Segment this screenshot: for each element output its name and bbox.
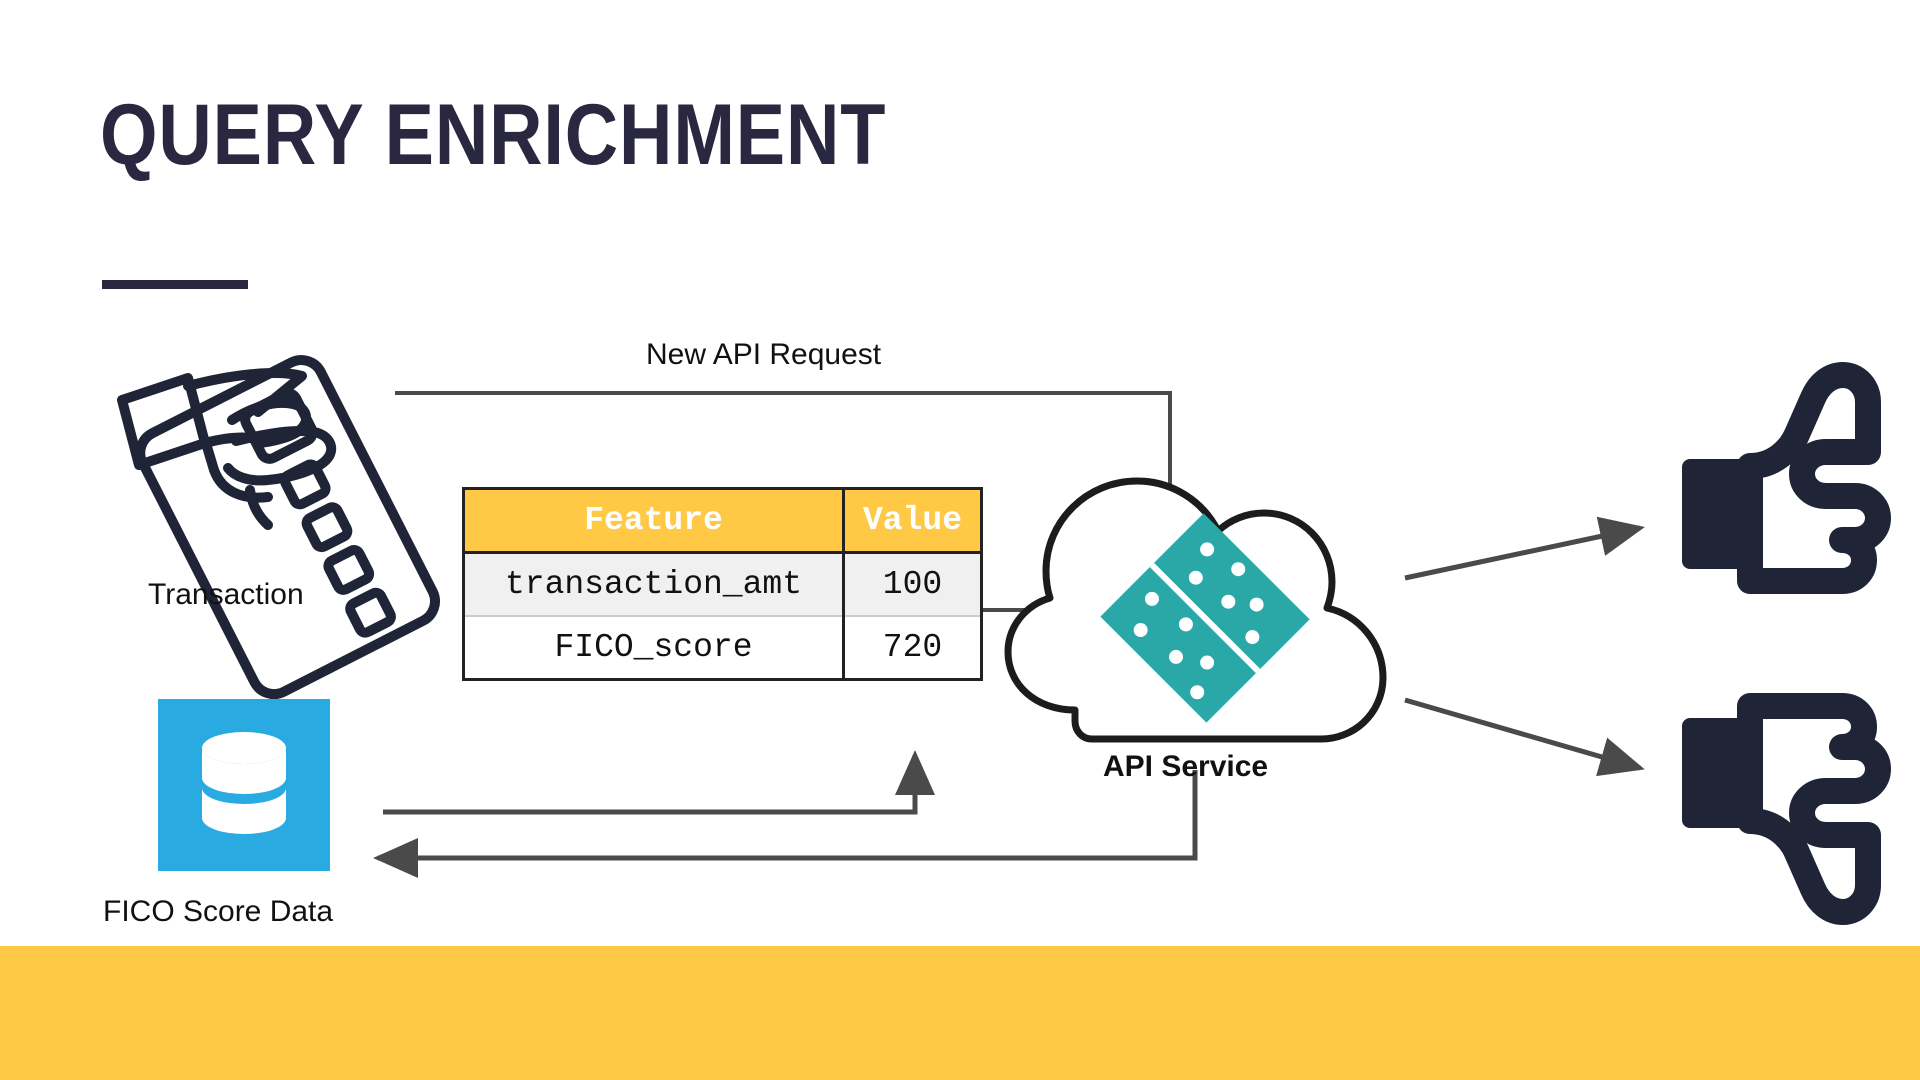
cell-feature: transaction_amt [462,551,845,617]
arrow-fico-to-table [383,750,935,815]
cell-feature: FICO_score [462,615,845,681]
arrow-api-to-reject [1404,697,1645,777]
table-row: transaction_amt 100 [462,551,984,617]
cell-value: 720 [841,615,984,681]
table-row: FICO_score 720 [462,615,984,681]
page-title: QUERY ENRICHMENT [100,87,887,183]
column-header-value: Value [841,487,984,554]
label-api-service: API Service [1103,750,1269,783]
credit-card-hand-icon [117,355,440,700]
feature-value-table: Feature Value transaction_amt 100 FICO_s… [462,487,984,681]
arrow-api-to-fico [373,770,1198,878]
cell-value: 100 [841,551,984,617]
column-header-feature: Feature [462,487,845,554]
label-new-api-request: New API Request [646,338,882,371]
thumbs-down-icon [1682,693,1891,925]
database-cylinder-icon-fg [202,732,286,834]
title-underline-rule [102,280,248,289]
bottom-accent-band [0,946,1920,1080]
arrow-api-to-approve [1404,516,1645,581]
label-transaction: Transaction [148,578,304,611]
thumbs-up-icon [1682,362,1891,594]
label-fico-score-data: FICO Score Data [103,895,334,928]
table-header-row: Feature Value [462,487,984,554]
domino-diamond-icon [1100,513,1310,723]
